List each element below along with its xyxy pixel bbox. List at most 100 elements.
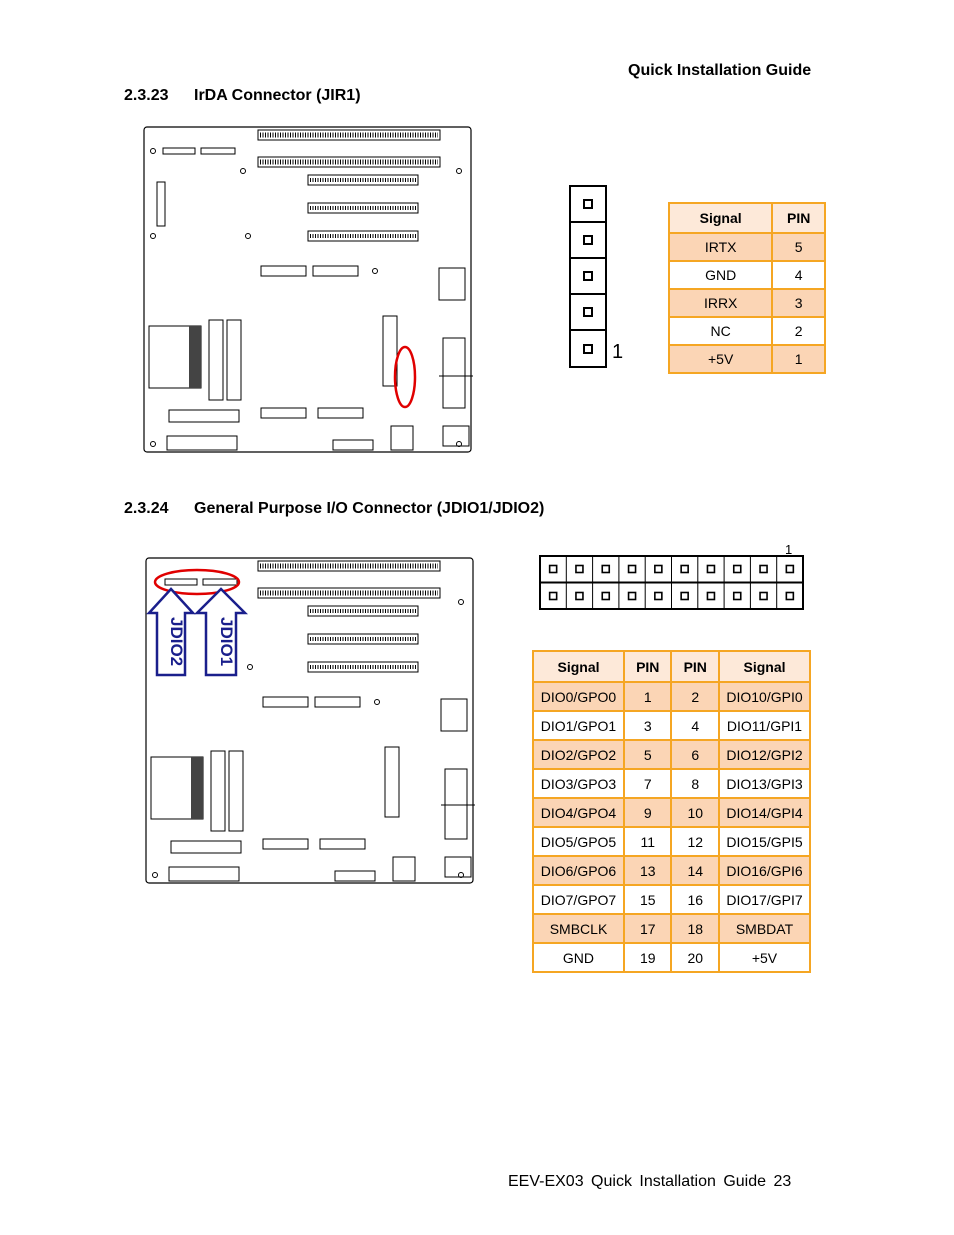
right-pin-cell: 8: [672, 770, 718, 797]
pin-square: [575, 591, 584, 601]
left-signal-cell: SMBCLK: [534, 915, 623, 942]
pin-square: [785, 564, 795, 574]
right-pin-cell: 2: [672, 683, 718, 710]
table-row: DIO0/GPO0 1 2 DIO10/GPI0: [534, 683, 809, 710]
left-signal-cell: DIO6/GPO6: [534, 857, 623, 884]
section-heading: IrDA Connector (JIR1): [194, 87, 361, 104]
table-row: DIO4/GPO4 9 10 DIO14/GPI4: [534, 799, 809, 826]
table-row: DIO7/GPO7 15 16 DIO17/GPI7: [534, 886, 809, 913]
pin-square: [732, 564, 742, 574]
right-signal-cell: DIO13/GPI3: [719, 770, 809, 797]
left-signal-cell: DIO4/GPO4: [534, 799, 623, 826]
right-signal-cell: DIO11/GPI1: [719, 712, 809, 739]
left-signal-cell: DIO0/GPO0: [534, 683, 623, 710]
pin-square: [680, 564, 689, 574]
right-signal-cell: SMBDAT: [719, 915, 809, 942]
page-header-title: Quick Installation Guide: [628, 62, 812, 79]
pin-cell: 2: [773, 318, 824, 344]
right-pin-cell: 4: [672, 712, 718, 739]
pin-square: [759, 591, 768, 601]
table-row: NC 2: [670, 318, 824, 344]
left-pin-cell: 7: [624, 770, 671, 797]
left-signal-cell: GND: [534, 944, 623, 971]
irda-pin-table: Signal PIN IRTX 5 GND 4 IRRX 3 NC 2 +5V …: [668, 202, 826, 374]
pin-square: [680, 591, 689, 601]
right-pin-cell: 14: [672, 857, 718, 884]
jdio-pin1-label: 1: [785, 542, 793, 557]
gpio-pin-table: Signal PIN PIN Signal DIO0/GPO0 1 2 DIO1…: [532, 650, 811, 973]
pin-cell: 5: [773, 234, 824, 260]
pin-cell: 3: [773, 290, 824, 316]
signal-cell: IRRX: [670, 290, 772, 316]
table-row: IRRX 3: [670, 290, 824, 316]
left-pin-cell: 5: [624, 741, 671, 768]
jir1-pinout-diagram: [569, 185, 607, 368]
table-row: DIO3/GPO3 7 8 DIO13/GPI3: [534, 770, 809, 797]
section-heading: General Purpose I/O Connector (JDIO1/JDI…: [194, 500, 545, 517]
section-title-gpio: 2.3.24 General Purpose I/O Connector (JDI…: [124, 500, 544, 518]
right-signal-cell: DIO17/GPI7: [719, 886, 809, 913]
pin-square: [732, 591, 742, 601]
pin-cell: 1: [773, 346, 824, 372]
pin-square: [575, 564, 584, 574]
signal-cell: GND: [670, 262, 772, 288]
table-row: GND 19 20 +5V: [534, 944, 809, 971]
left-pin-cell: 19: [624, 944, 671, 971]
right-signal-cell: DIO12/GPI2: [719, 741, 809, 768]
header-pin-left: PIN: [624, 652, 671, 681]
jdio2-arrow-icon: [146, 587, 196, 677]
jdio-highlight-ellipse: [153, 568, 241, 596]
jdio1-label: JDIO1: [217, 617, 236, 666]
pin-cell: 4: [773, 262, 824, 288]
header-signal-right: Signal: [719, 652, 809, 681]
right-pin-cell: 10: [672, 799, 718, 826]
pin-square: [601, 591, 611, 601]
pin-square: [706, 591, 716, 601]
section-number: 2.3.24: [124, 500, 169, 517]
jdio2-label: JDIO2: [167, 617, 186, 666]
table-row: IRTX 5: [670, 234, 824, 260]
table-row: DIO5/GPO5 11 12 DIO15/GPI5: [534, 828, 809, 855]
pin-square: [601, 564, 611, 574]
right-signal-cell: DIO16/GPI6: [719, 857, 809, 884]
header-signal: Signal: [670, 204, 772, 232]
pin-square: [627, 564, 637, 574]
pin-square: [627, 591, 637, 601]
left-signal-cell: DIO2/GPO2: [534, 741, 623, 768]
left-pin-cell: 11: [624, 828, 671, 855]
header-pin-right: PIN: [672, 652, 718, 681]
right-pin-cell: 6: [672, 741, 718, 768]
pin-grid: [548, 556, 795, 609]
signal-cell: IRTX: [670, 234, 772, 260]
table-row: DIO2/GPO2 5 6 DIO12/GPI2: [534, 741, 809, 768]
right-signal-cell: DIO14/GPI4: [719, 799, 809, 826]
left-signal-cell: DIO1/GPO1: [534, 712, 623, 739]
left-pin-cell: 9: [624, 799, 671, 826]
signal-cell: +5V: [670, 346, 772, 372]
table-row: SMBCLK 17 18 SMBDAT: [534, 915, 809, 942]
pin-square: [654, 591, 663, 601]
pin-square: [548, 591, 558, 601]
left-signal-cell: DIO7/GPO7: [534, 886, 623, 913]
header-signal-left: Signal: [534, 652, 623, 681]
table-row: DIO1/GPO1 3 4 DIO11/GPI1: [534, 712, 809, 739]
left-pin-cell: 15: [624, 886, 671, 913]
jir1-pin1-label: 1: [612, 341, 624, 363]
header-pin: PIN: [773, 204, 824, 232]
left-pin-cell: 3: [624, 712, 671, 739]
motherboard-diagram-irda: [143, 126, 473, 453]
right-pin-cell: 20: [672, 944, 718, 971]
right-pin-cell: 18: [672, 915, 718, 942]
right-signal-cell: +5V: [719, 944, 809, 971]
left-signal-cell: DIO5/GPO5: [534, 828, 623, 855]
right-pin-cell: 12: [672, 828, 718, 855]
table-row: DIO6/GPO6 13 14 DIO16/GPI6: [534, 857, 809, 884]
right-pin-cell: 16: [672, 886, 718, 913]
page-footer: EEV-EX03 Quick Installation Guide 23: [508, 1173, 792, 1190]
jir1-highlight-ellipse: [393, 345, 417, 409]
pin-square: [759, 564, 768, 574]
left-pin-cell: 1: [624, 683, 671, 710]
pin-square: [706, 564, 716, 574]
motherboard-diagram-gpio: JDIO2 JDIO1: [145, 557, 475, 884]
